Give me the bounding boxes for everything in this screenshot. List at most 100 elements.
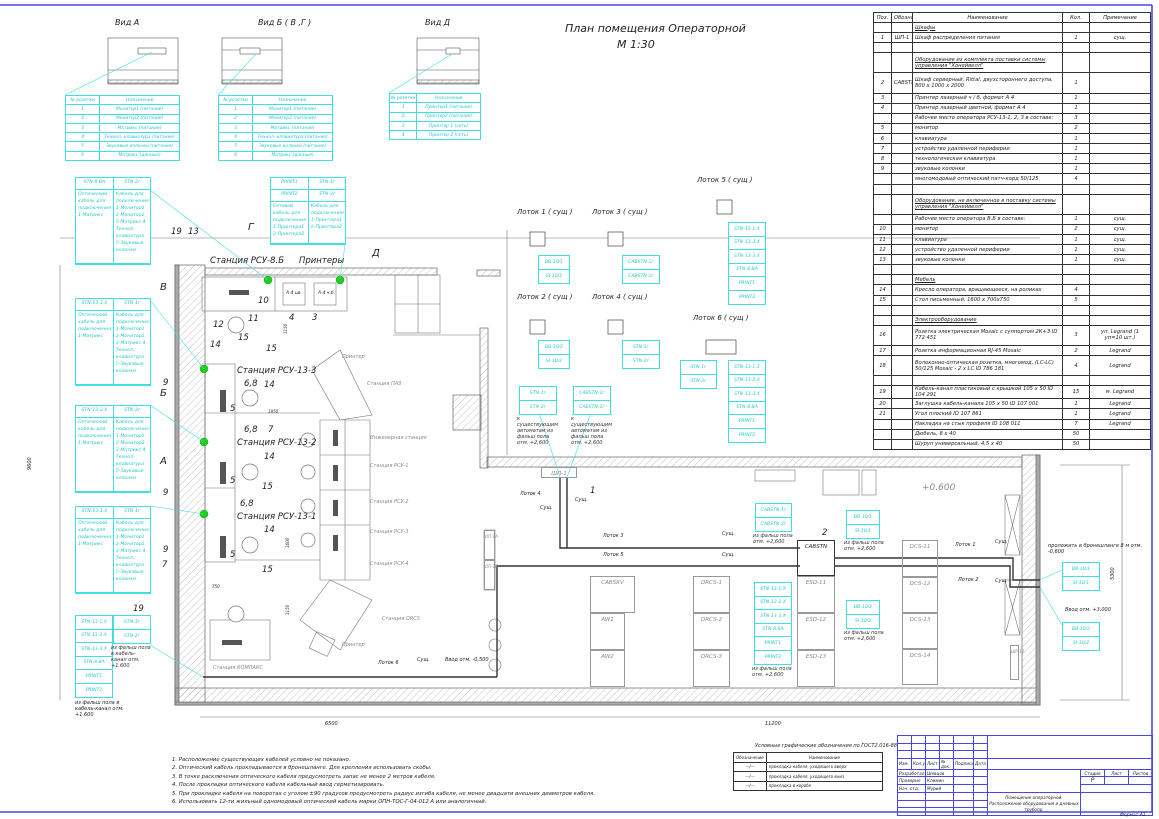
equipment-cabinet: DRCS-1 [693, 576, 730, 613]
plan-label: 7 [268, 425, 274, 435]
table-cell: Матрикс (данные) [252, 150, 333, 162]
spec-qty: 1 [1062, 254, 1090, 266]
plan-label: Станция РСУ-13-3 [237, 366, 317, 376]
stamp-name: Климин [925, 776, 954, 786]
spec-code [891, 294, 913, 306]
plan-label: Лоток 3 ( сущ ) [592, 208, 648, 216]
plan-label: Ввод отм. -0,500 [445, 657, 489, 663]
spec-note [1089, 428, 1151, 440]
stamp-cell [897, 807, 926, 816]
spec-pos: 11 [873, 233, 892, 246]
equipment-cabinet: DRCS-2 [693, 613, 730, 650]
spec-qty: 50 [1062, 438, 1090, 450]
table-cell: 2 [217, 113, 254, 124]
stamp-cell [897, 799, 926, 809]
stamp-cell [973, 750, 988, 759]
stamp-cell [897, 742, 912, 752]
stamp-cell [953, 735, 974, 744]
chairs [227, 316, 316, 623]
stamp-cell [953, 799, 974, 809]
stamp-cell [973, 799, 988, 809]
spec-pos [873, 304, 892, 316]
cable-id: PRINT2 [764, 654, 782, 660]
table-cell: 6 [64, 150, 101, 162]
spec-qty: 1 [1062, 163, 1090, 175]
spec-name: монитор [912, 223, 1063, 235]
stamp-cell [925, 799, 954, 809]
spec-note [1089, 304, 1151, 316]
cable-note: из фальш пола отм. +2,600 [752, 666, 792, 678]
stamp-row [897, 750, 1153, 759]
spec-code [891, 314, 913, 326]
spec-row [873, 264, 1151, 276]
spec-pos [873, 213, 892, 225]
plan-label: 11200 [765, 721, 781, 727]
column-header: Наименование [912, 12, 1063, 23]
plan-label: A 4 ч.б. [318, 291, 336, 296]
stamp-cell [897, 750, 912, 759]
plan-label: Лоток 6 ( сущ ) [693, 314, 749, 322]
spec-qty: 1 [1062, 213, 1090, 225]
plan-label: 14 [264, 452, 275, 462]
cable-id: BB-10/1 [539, 256, 569, 270]
stamp-cell [1080, 791, 1153, 816]
plan-label: Принтеры [299, 256, 345, 266]
stamp-cell [953, 742, 974, 752]
plan-label: 15 [262, 482, 273, 492]
cable-note: к существующим автоматам из фальш пола о… [517, 416, 559, 446]
stage-value: Р [1080, 776, 1105, 786]
plan-label: 6,8 [240, 499, 254, 509]
legend-desc: прокладка кабеля, уходящего вверх [765, 761, 884, 772]
spec-code [891, 92, 913, 104]
spec-note [1089, 314, 1151, 326]
spec-code [891, 193, 913, 215]
spec-name: устройство удаленной периферии [912, 244, 1063, 256]
plan-label: 2 [822, 528, 828, 538]
spec-name: Электрооборудование [912, 314, 1063, 326]
spec-note: Legrand [1089, 398, 1151, 410]
stamp-row: Помещение операторной.Расположение обору… [897, 791, 1153, 816]
table-cell: Матрикс (питание) [252, 122, 333, 134]
spec-qty [1062, 21, 1090, 34]
cable-id: CABSTN-1г [756, 504, 791, 518]
equipment-cabinet: CABSTN [797, 540, 835, 576]
spec-name: Оборудование, не включенное в поставку с… [912, 193, 1063, 215]
cable-id: SI-10/1 [1072, 580, 1090, 586]
stamp-cell [925, 791, 954, 801]
spec-pos [873, 438, 892, 450]
spec-qty [1062, 193, 1090, 215]
spec-name: Рабочее место оператора РСУ-13-1, 2, 3 в… [912, 112, 1063, 124]
spec-name: Накладка на стык профиля ID 108 011 [912, 418, 1063, 430]
plan-label: Лоток 1 ( сущ ) [517, 208, 573, 216]
spec-pos: 10 [873, 223, 892, 235]
spec-name [912, 375, 1063, 387]
cable-id: STN-1г [681, 361, 716, 375]
spec-code: CABSTN [891, 72, 913, 94]
spec-name: Шкафы [912, 21, 1063, 34]
stamp-cell [897, 791, 926, 801]
cable-id: PRINT1 [755, 637, 791, 651]
stamp-cell [987, 735, 1153, 759]
spec-qty: 4 [1062, 284, 1090, 296]
cable-id: STN-13-3.X [729, 388, 765, 402]
stamp-cell [973, 742, 988, 752]
spec-name [912, 264, 1063, 276]
stage-header: Листов [1128, 768, 1153, 778]
spec-pos: 18 [873, 355, 892, 377]
spec-qty [1062, 304, 1090, 316]
spec-qty: 15 [1062, 385, 1090, 400]
